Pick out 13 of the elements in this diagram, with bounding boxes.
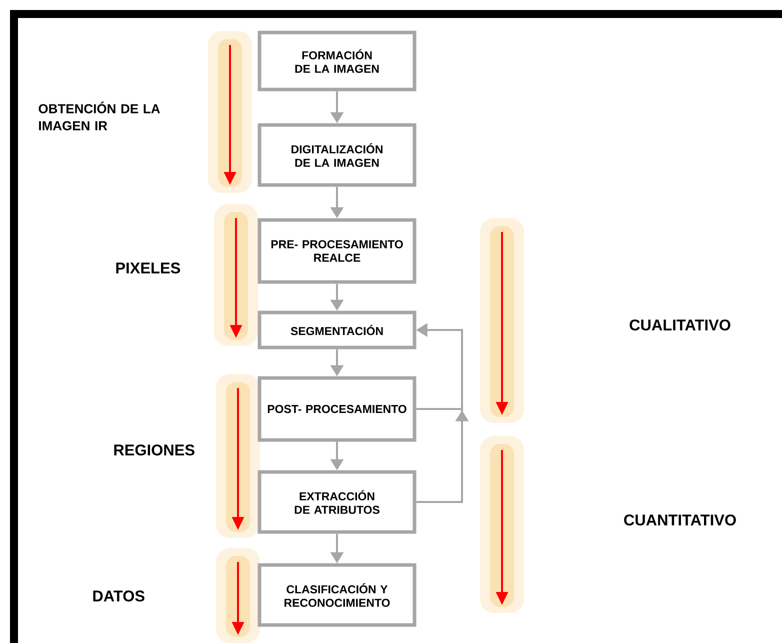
- process-box: POST- PROCESAMIENTO: [258, 376, 416, 442]
- process-box: CLASIFICACIÓN Y RECONOCIMIENTO: [258, 563, 416, 627]
- process-box: FORMACIÓN DE LA IMAGEN: [258, 30, 416, 92]
- stage-label: OBTENCIÓN DE LA IMAGEN IR: [38, 102, 160, 130]
- stage-label: CUALITATIVO: [630, 320, 730, 330]
- process-box: PRE- PROCESAMIENTO REALCE: [258, 218, 416, 284]
- process-box: EXTRACCIÓN DE ATRIBUTOS: [258, 470, 416, 534]
- stage-label: PIXELES: [116, 262, 180, 274]
- process-box: DIGITALIZACIÓN DE LA IMAGEN: [258, 123, 416, 187]
- stage-label: DATOS: [93, 590, 144, 602]
- stage-label: REGIONES: [114, 444, 194, 456]
- process-box: SEGMENTACIÓN: [258, 310, 416, 350]
- stage-label: CUANTITATIVO: [624, 514, 736, 526]
